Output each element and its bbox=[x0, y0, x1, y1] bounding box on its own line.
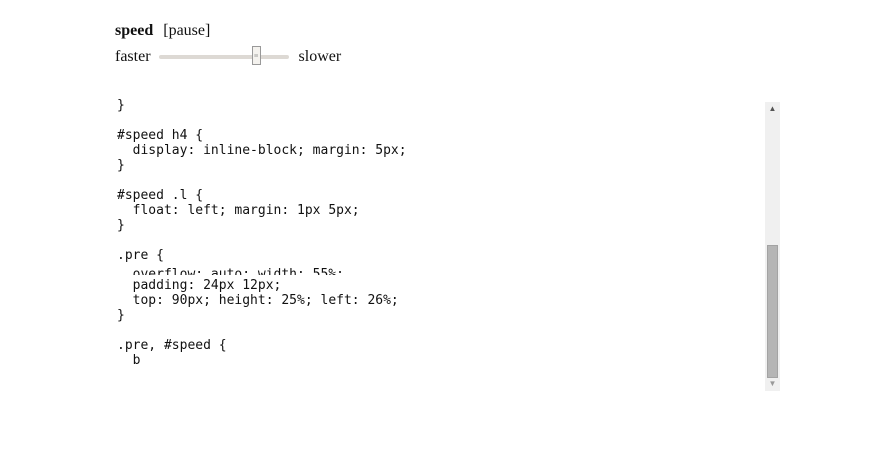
faster-label: faster bbox=[115, 48, 151, 65]
code-line: .pre, #speed { bbox=[117, 338, 227, 353]
code-line: #speed h4 { bbox=[117, 128, 204, 143]
slider-thumb[interactable]: ≡ bbox=[251, 46, 261, 65]
code-line: b bbox=[117, 353, 141, 368]
code-line: } bbox=[117, 218, 125, 233]
code-line: top: 90px; height: 25%; left: 26%; bbox=[117, 293, 399, 308]
code-line: } bbox=[117, 308, 125, 323]
scrollbar-thumb[interactable] bbox=[767, 245, 778, 378]
code-line: padding: 24px 12px; bbox=[117, 278, 282, 293]
code-line: .pre { bbox=[117, 248, 164, 263]
code-view[interactable]: } #speed h4 { display: inline-block; marg… bbox=[117, 98, 757, 388]
scroll-up-arrow-icon[interactable]: ▲ bbox=[768, 104, 777, 113]
code-line: float: left; margin: 1px 5px; bbox=[117, 203, 360, 218]
code-line bbox=[117, 113, 757, 128]
speed-control: speed [pause] faster ≡ slower bbox=[115, 22, 341, 65]
code-line bbox=[117, 323, 757, 338]
code-line: } bbox=[117, 98, 125, 113]
code-line: overflow: auto; width: 55%; bbox=[117, 263, 757, 278]
code-line bbox=[117, 173, 757, 188]
scroll-down-arrow-icon[interactable]: ▼ bbox=[768, 379, 777, 388]
speed-slider[interactable]: ≡ bbox=[158, 46, 289, 65]
code-line: } bbox=[117, 158, 125, 173]
speed-title: speed bbox=[115, 22, 154, 39]
code-line bbox=[117, 233, 757, 248]
code-line: display: inline-block; margin: 5px; bbox=[117, 143, 407, 158]
slower-label: slower bbox=[298, 48, 342, 65]
speed-slider-row: faster ≡ slower bbox=[115, 46, 342, 66]
code-line-text: overflow: auto; width: 55%; bbox=[117, 267, 344, 278]
vertical-scrollbar[interactable]: ▲ ▼ bbox=[765, 102, 780, 391]
pause-link[interactable]: [pause] bbox=[163, 22, 211, 39]
code-line: #speed .l { bbox=[117, 188, 204, 203]
